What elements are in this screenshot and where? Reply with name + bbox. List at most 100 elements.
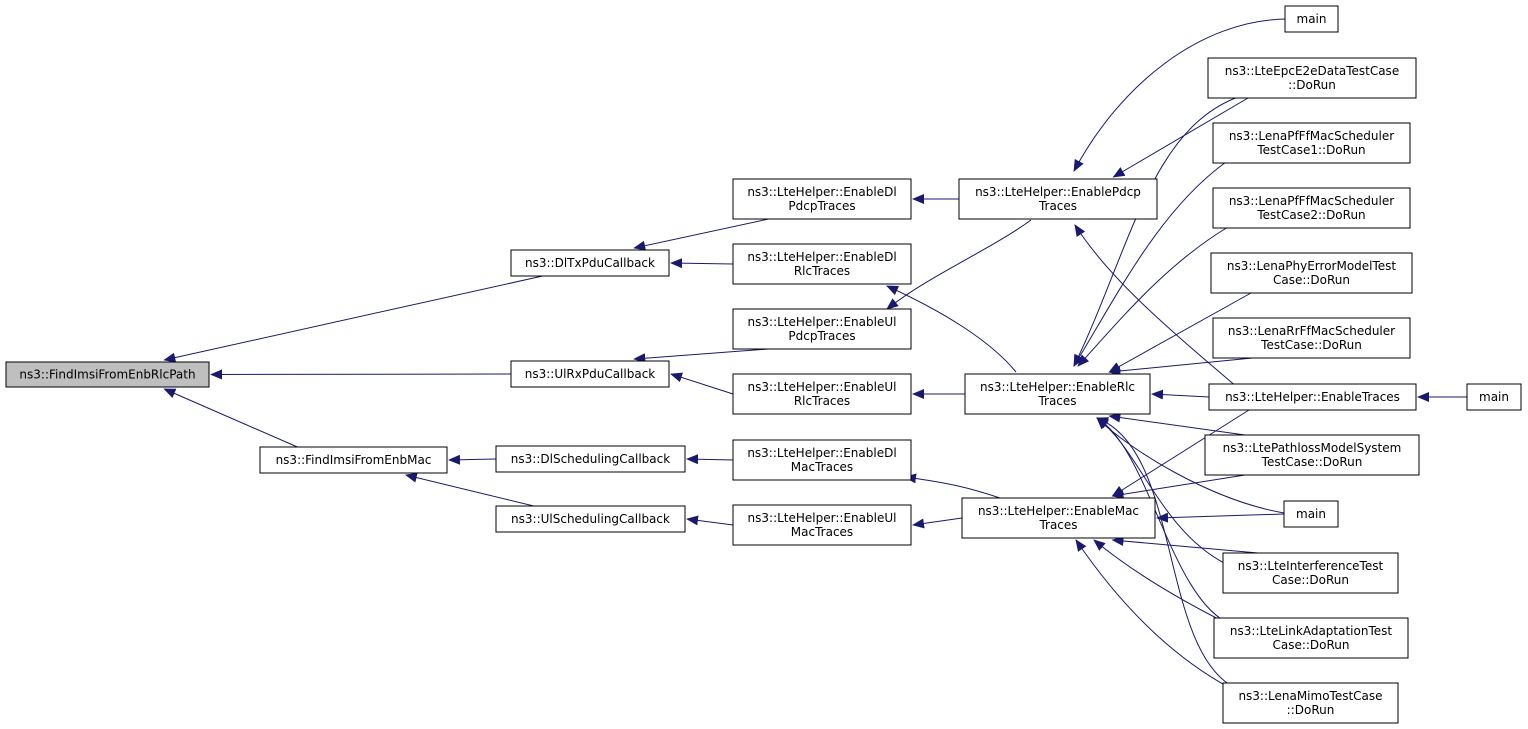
node-main2[interactable]: main bbox=[1283, 500, 1339, 528]
node-label: ns3::LteHelper::EnableDl bbox=[747, 250, 896, 264]
node-box bbox=[732, 243, 912, 285]
node-box bbox=[961, 497, 1156, 539]
edge-epce2e-to-enpdcp bbox=[1112, 97, 1249, 178]
node-label: MacTraces bbox=[791, 525, 853, 539]
node-box bbox=[1213, 617, 1409, 659]
node-ulrxpdu[interactable]: ns3::UlRxPduCallback bbox=[510, 360, 670, 388]
edge-enulrlc-to-ulrxpdu bbox=[670, 372, 734, 395]
node-label: Case::DoRun bbox=[1272, 638, 1349, 652]
node-label: ns3::LenaMimoTestCase bbox=[1238, 689, 1382, 703]
edge-enmac-to-enulmac bbox=[912, 517, 963, 529]
node-box bbox=[732, 439, 912, 481]
node-main1[interactable]: main bbox=[1284, 5, 1339, 33]
node-entraces[interactable]: ns3::LteHelper::EnableTraces bbox=[1208, 383, 1417, 411]
edge-entraces-to-enrlc bbox=[1151, 389, 1210, 400]
node-label: ns3::LenaPhyErrorModelTest bbox=[1227, 259, 1397, 273]
node-box bbox=[1212, 122, 1411, 164]
node-label: ns3::LteHelper::EnableRlc bbox=[980, 380, 1135, 394]
node-label: TestCase::DoRun bbox=[1260, 338, 1362, 352]
edge-mimo-to-enmac bbox=[1075, 539, 1231, 689]
edge-endlmac-to-dlsched bbox=[686, 454, 734, 465]
edge-findmac-to-root bbox=[163, 388, 298, 448]
node-label: Case::DoRun bbox=[1273, 273, 1350, 287]
edge-enmac-to-endlmac bbox=[904, 473, 1001, 499]
node-ulsched[interactable]: ns3::UlSchedulingCallback bbox=[495, 505, 686, 533]
node-box bbox=[1466, 383, 1522, 411]
node-box bbox=[495, 445, 686, 473]
node-label: RlcTraces bbox=[794, 264, 850, 278]
node-label: ::DoRun bbox=[1288, 78, 1336, 92]
node-label: ns3::LenaPfFfMacScheduler bbox=[1229, 129, 1394, 143]
node-label: ns3::UlSchedulingCallback bbox=[511, 512, 670, 526]
node-box bbox=[5, 361, 210, 388]
edge-endlpdcp-to-dltxpdu bbox=[633, 218, 769, 251]
node-box bbox=[1284, 5, 1339, 33]
node-label: Case::DoRun bbox=[1272, 573, 1349, 587]
node-label: ns3::UlRxPduCallback bbox=[525, 367, 656, 381]
node-label: TestCase1::DoRun bbox=[1256, 143, 1365, 157]
node-label: ns3::LteHelper::EnableUl bbox=[748, 315, 897, 329]
node-label: ns3::LteEpcE2eDataTestCase bbox=[1225, 64, 1399, 78]
node-root[interactable]: ns3::FindImsiFromEnbRlcPath bbox=[5, 361, 210, 388]
node-mimo[interactable]: ns3::LenaMimoTestCase::DoRun bbox=[1222, 682, 1399, 724]
node-label: ns3::FindImsiFromEnbRlcPath bbox=[19, 368, 195, 382]
node-label: ns3::LtePathlossModelSystem bbox=[1223, 441, 1402, 455]
edge-pff2-to-enrlc bbox=[1077, 226, 1229, 367]
node-dlsched[interactable]: ns3::DlSchedulingCallback bbox=[495, 445, 686, 473]
node-epce2e[interactable]: ns3::LteEpcE2eDataTestCase::DoRun bbox=[1207, 57, 1417, 99]
edge-interf-to-enmac bbox=[1111, 535, 1259, 554]
edge-dlsched-to-findmac bbox=[448, 454, 497, 465]
node-label: ns3::DlSchedulingCallback bbox=[511, 452, 670, 466]
node-box bbox=[510, 249, 670, 277]
node-box bbox=[1222, 552, 1399, 594]
node-box bbox=[732, 504, 912, 546]
node-box bbox=[958, 178, 1158, 220]
node-pff1[interactable]: ns3::LenaPfFfMacSchedulerTestCase1::DoRu… bbox=[1212, 122, 1411, 164]
node-label: ns3::LteHelper::EnableUl bbox=[748, 511, 897, 525]
node-box bbox=[510, 360, 670, 388]
edge-pathloss-to-enmac bbox=[1111, 474, 1246, 500]
edge-main1-to-enpdcp bbox=[1073, 18, 1288, 172]
edge-entraces-to-enmac bbox=[1111, 409, 1250, 497]
node-label: main bbox=[1296, 507, 1326, 521]
node-dltxpdu[interactable]: ns3::DlTxPduCallback bbox=[510, 249, 670, 277]
node-box bbox=[732, 373, 912, 415]
node-pff2[interactable]: ns3::LenaPfFfMacSchedulerTestCase2::DoRu… bbox=[1212, 187, 1411, 229]
node-label: ns3::LteHelper::EnableDl bbox=[747, 185, 896, 199]
edge-main2-to-enmac bbox=[1156, 512, 1285, 523]
edge-enpdcp-to-enulpdcp bbox=[886, 219, 1032, 310]
node-label: TestCase::DoRun bbox=[1261, 455, 1363, 469]
node-label: ns3::LteInterferenceTest bbox=[1238, 559, 1384, 573]
edge-pathloss-to-enrlc bbox=[1108, 412, 1246, 436]
node-pathloss[interactable]: ns3::LtePathlossModelSystemTestCase::DoR… bbox=[1204, 434, 1420, 476]
node-label: Traces bbox=[1038, 518, 1077, 532]
node-label: ns3::LteHelper::EnableDl bbox=[747, 446, 896, 460]
node-label: ns3::LteLinkAdaptationTest bbox=[1230, 624, 1392, 638]
node-box bbox=[495, 505, 686, 533]
node-findmac[interactable]: ns3::FindImsiFromEnbMac bbox=[259, 446, 448, 474]
edge-linkadapt-to-enmac bbox=[1093, 539, 1233, 627]
node-box bbox=[1208, 383, 1417, 411]
edge-mimo-to-enrlc bbox=[1096, 417, 1231, 686]
node-label: ns3::LteHelper::EnableMac bbox=[978, 504, 1139, 518]
node-label: ns3::LteHelper::EnableTraces bbox=[1225, 390, 1400, 404]
node-box bbox=[1283, 500, 1339, 528]
node-label: Traces bbox=[1037, 394, 1076, 408]
node-box bbox=[1204, 434, 1420, 476]
edge-entraces-to-enpdcp bbox=[1074, 224, 1245, 394]
node-main3[interactable]: main bbox=[1466, 383, 1522, 411]
